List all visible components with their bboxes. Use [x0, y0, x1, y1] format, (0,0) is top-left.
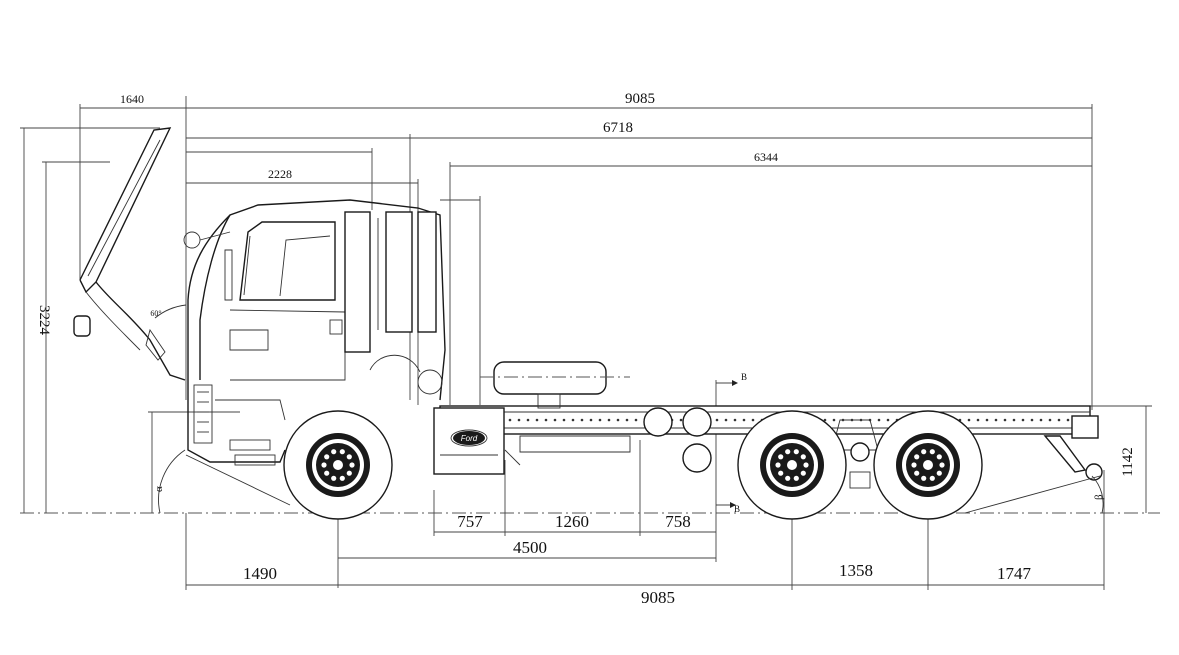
front-wheel — [283, 410, 393, 520]
dim-3224: 3224 — [36, 305, 52, 336]
svg-text:Ford: Ford — [461, 434, 478, 443]
rear-wheel-1 — [737, 410, 847, 520]
dim-758: 758 — [665, 512, 691, 531]
dim-2228: 2228 — [268, 167, 292, 181]
dim-1142: 1142 — [1120, 447, 1136, 476]
dim-6344: 6344 — [754, 150, 778, 164]
angle-mark-rear: β — [1093, 494, 1105, 500]
dim-9085-bottom: 9085 — [641, 588, 675, 607]
dim-1640: 1640 — [120, 92, 144, 106]
dim-1260: 1260 — [555, 512, 589, 531]
cab-body — [183, 199, 446, 466]
section-mark-top: B — [741, 372, 747, 382]
dim-757: 757 — [457, 512, 483, 531]
dim-tilt-angle: 60° — [150, 309, 161, 318]
dim-4500: 4500 — [513, 538, 547, 557]
bottom-dimension-lines — [185, 380, 1105, 590]
left-dimension-lines — [20, 127, 240, 513]
dim-9085-top: 9085 — [625, 91, 655, 107]
right-dimension-lines — [1090, 405, 1152, 513]
dim-1490: 1490 — [243, 564, 277, 583]
dim-6718: 6718 — [603, 120, 633, 136]
section-marks — [716, 380, 738, 508]
dim-1358: 1358 — [839, 561, 873, 580]
angle-mark-front: α — [153, 486, 165, 492]
section-mark-bottom: B — [734, 504, 740, 514]
dim-1747: 1747 — [997, 564, 1032, 583]
angle-lines — [158, 449, 1104, 514]
rear-wheel-2 — [873, 410, 983, 520]
ford-logo: Ford — [453, 431, 485, 445]
tilted-cab — [73, 127, 187, 381]
wheels — [283, 410, 983, 520]
